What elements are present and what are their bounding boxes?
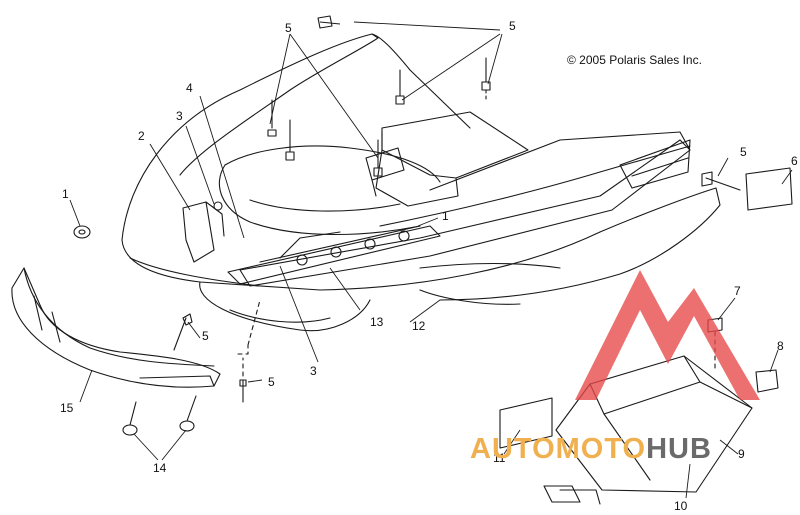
callout-5-lower-left: 5 [202,329,209,343]
callout-8: 8 [777,339,784,353]
callout-5-right: 5 [740,145,747,159]
mount-plate [365,111,529,207]
callout-10: 10 [674,499,688,513]
callout-6: 6 [791,154,798,168]
callout-7: 7 [734,284,741,298]
decal-6 [745,167,793,211]
bracket-13 [227,225,441,285]
callout-5-top-right: 5 [509,19,516,33]
skid-plate [543,355,753,505]
callout-15: 15 [60,401,74,415]
callout-2: 2 [138,129,145,143]
callout-5-top-left: 5 [285,21,292,35]
watermark-text-part1: AUTOMOTO [470,433,647,465]
callout-5-lower: 5 [268,375,275,389]
callout-11: 11 [493,451,506,465]
callout-13: 13 [370,315,384,329]
watermark-text: AUTOMOTOHUB [470,434,712,464]
decal-11 [499,397,553,449]
rivet-1 [73,225,91,239]
screw-5 [701,171,741,191]
callout-1-right: 1 [442,209,449,223]
copyright-notice: © 2005 Polaris Sales Inc. [567,53,702,67]
callout-4: 4 [186,81,193,95]
watermark-text-part2: HUB [646,433,712,465]
bracket-2 [182,201,225,263]
callout-3-lower: 3 [310,364,317,378]
watermark-logo [575,270,760,400]
screws-14 [122,395,197,436]
callout-14: 14 [153,461,167,475]
front-bumper [11,267,221,388]
belly-pan-shell [121,33,721,332]
leader-lines [69,21,793,499]
callout-1-left: 1 [62,187,69,201]
callout-12: 12 [412,319,426,333]
callout-9: 9 [738,447,745,461]
callout-3-upper: 3 [176,109,183,123]
clip-8 [755,369,779,393]
